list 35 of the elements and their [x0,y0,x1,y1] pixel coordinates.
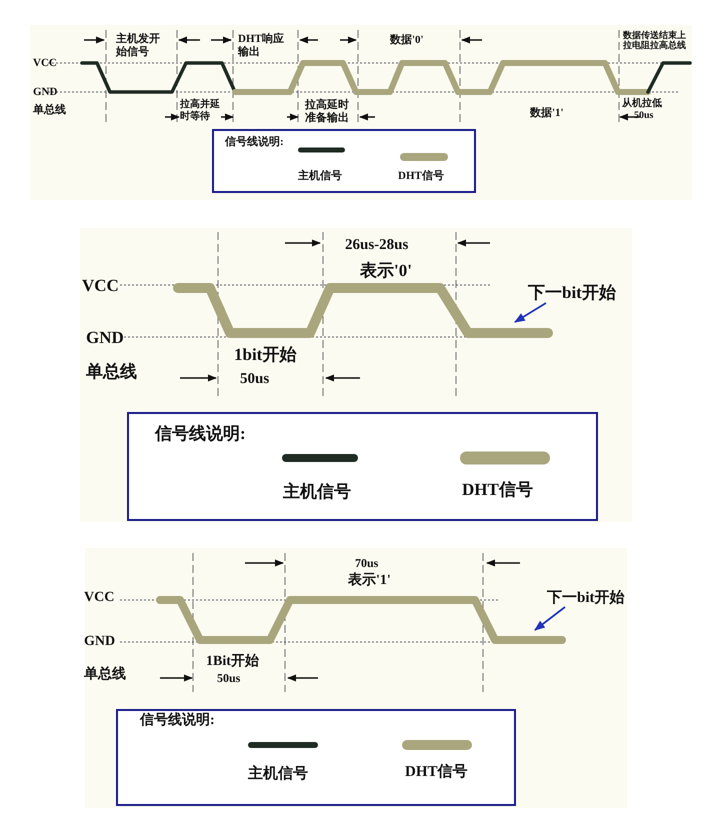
leader-arrow [534,606,566,631]
phase-label: 从机拉低 [622,98,662,110]
callout-text: 下一bit开始 [547,590,625,608]
level-label: VCC [84,590,114,606]
level-label: GND [84,634,116,650]
phase-label: 数据'1' [530,107,564,120]
legend-label: 主机信号 [283,482,351,502]
phase-label: 主机发开始信号 [116,33,161,58]
bus-label: 单总线 [86,362,137,382]
bit-label: 1bit开始 [234,345,296,365]
level-label: VCC [33,57,57,70]
legend-label: 主机信号 [248,766,308,784]
bit-label: 表示'0' [360,261,412,281]
legend-title: 信号线说明: [140,713,215,730]
legend-label: DHT信号 [405,764,468,782]
callout-text: 下一bit开始 [528,283,616,303]
legend-label: DHT信号 [398,170,444,183]
duration-label: 50us [634,110,654,122]
legend-label: DHT信号 [462,480,533,500]
legend-label: 主机信号 [298,170,342,183]
level-label: GND [86,328,124,348]
legend-title: 信号线说明: [225,136,284,149]
level-label: VCC [82,276,119,296]
bit-label: 表示'1' [348,573,391,590]
bit-label: 1Bit开始 [206,654,259,670]
phase-label: 数据传送结束上拉电阻拉高总线 [623,30,687,51]
phase-label: DHT响应输出 [238,33,285,58]
phase-label: 拉高延时准备输出 [305,99,350,124]
legend-title: 信号线说明: [155,424,246,444]
leader-arrow [514,302,546,323]
phase-label: 数据'0' [390,34,424,47]
bus-label: 单总线 [84,667,126,684]
bus-label: 单总线 [33,104,66,117]
level-label: GND [33,86,58,99]
phase-label: 拉高并延时等待 [180,99,221,122]
